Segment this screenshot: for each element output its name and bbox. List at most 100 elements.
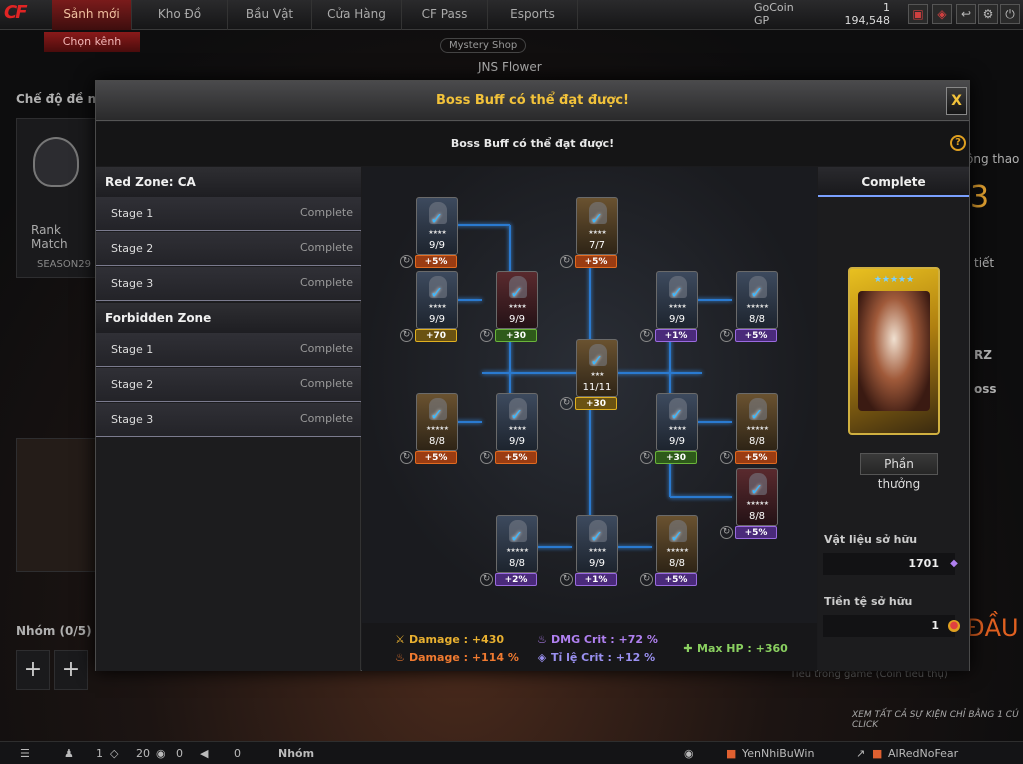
stage-row[interactable]: Stage 1 Complete xyxy=(96,197,361,231)
refresh-icon[interactable]: ↻ xyxy=(720,526,733,539)
character-card[interactable]: ✓★★★★9/9 xyxy=(416,271,458,329)
nav-tab-esports[interactable]: Esports xyxy=(488,0,578,30)
refresh-icon[interactable]: ↻ xyxy=(480,329,493,342)
add-member-button-1[interactable]: + xyxy=(16,650,50,690)
character-portrait xyxy=(749,398,767,420)
character-card[interactable]: ✓★★★★9/9 xyxy=(576,515,618,573)
modal-title: Boss Buff có thể đạt được! xyxy=(96,81,969,121)
buff-node[interactable]: ✓★★★★9/9↻+5% xyxy=(400,197,460,277)
refresh-icon[interactable]: ↻ xyxy=(720,451,733,464)
stage-row[interactable]: Stage 1 Complete xyxy=(96,333,361,367)
refresh-icon[interactable]: ↻ xyxy=(560,397,573,410)
gear-icon[interactable]: ⚙ xyxy=(978,4,998,24)
buff-node[interactable]: ✓★★★★9/9↻+30 xyxy=(640,393,700,473)
character-card[interactable]: ✓★★★★7/7 xyxy=(576,197,618,255)
nav-tab-lobby[interactable]: Sảnh mới xyxy=(52,0,132,30)
power-icon[interactable]: ⏻ xyxy=(1000,4,1020,24)
character-card[interactable]: ✓★★★★★8/8 xyxy=(736,393,778,451)
external-icon[interactable]: ↗ xyxy=(856,747,866,760)
card-count: 8/8 xyxy=(508,558,526,569)
stage-row[interactable]: Stage 3 Complete xyxy=(96,403,361,437)
buff-node[interactable]: ✓★★★★★8/8↻+5% xyxy=(720,271,780,351)
refresh-icon[interactable]: ↻ xyxy=(400,329,413,342)
buff-node[interactable]: ✓★★★★7/7↻+5% xyxy=(560,197,620,277)
character-card[interactable]: ✓★★★★9/9 xyxy=(656,271,698,329)
reward-character-image xyxy=(858,291,930,411)
return-icon[interactable]: ↩ xyxy=(956,4,976,24)
refresh-icon[interactable]: ↻ xyxy=(640,451,653,464)
buff-node[interactable]: ✓★★★★9/9↻+70 xyxy=(400,271,460,351)
list-icon[interactable]: ☰ xyxy=(20,747,30,760)
event-banner[interactable]: XEM TẤT CẢ SỰ KIỆN CHỈ BẰNG 1 CÚ CLICK xyxy=(852,710,1019,730)
buff-node[interactable]: ✓★★★11/11↻+30 xyxy=(560,339,620,419)
character-card[interactable]: ✓★★★★9/9 xyxy=(416,197,458,255)
refresh-icon[interactable]: ↻ xyxy=(640,573,653,586)
game-logo[interactable]: CF xyxy=(4,2,28,23)
gift-icon[interactable]: ▣ xyxy=(908,4,928,24)
refresh-icon[interactable]: ↻ xyxy=(480,451,493,464)
buff-node[interactable]: ✓★★★★★8/8↻+5% xyxy=(720,393,780,473)
add-member-button-2[interactable]: + xyxy=(54,650,88,690)
bg-right-text-5: oss xyxy=(974,382,997,396)
refresh-icon[interactable]: ↻ xyxy=(720,329,733,342)
bg-right-text-2: 3 xyxy=(970,180,990,215)
refresh-icon[interactable]: ↻ xyxy=(560,255,573,268)
buff-node[interactable]: ✓★★★★★8/8↻+5% xyxy=(400,393,460,473)
reward-card[interactable]: ★★★★★ xyxy=(848,267,940,435)
channel-select-button[interactable]: Chọn kênh xyxy=(44,32,140,52)
chat-icon[interactable]: ◉ xyxy=(156,747,166,760)
mystery-shop-button[interactable]: Mystery Shop xyxy=(440,38,527,53)
stage-row[interactable]: Stage 2 Complete xyxy=(96,368,361,402)
buff-node[interactable]: ✓★★★★★8/8↻+5% xyxy=(640,515,700,595)
stage-row[interactable]: Stage 3 Complete xyxy=(96,267,361,301)
stage-row[interactable]: Stage 2 Complete xyxy=(96,232,361,266)
character-card[interactable]: ✓★★★★9/9 xyxy=(656,393,698,451)
bg-right-text-7: Tiêu trong game (Coin tiêu thụ) xyxy=(790,669,948,680)
nav-tab-treasure[interactable]: Bầu Vật xyxy=(228,0,312,30)
card-count: 9/9 xyxy=(508,314,526,325)
character-card[interactable]: ✓★★★★★8/8 xyxy=(736,271,778,329)
buff-node[interactable]: ✓★★★★9/9↻+1% xyxy=(560,515,620,595)
rank-match-panel[interactable]: Rank Match SEASON29 xyxy=(16,118,96,278)
speaker-icon[interactable]: ◀ xyxy=(200,747,209,760)
zone-header-red-zone: Red Zone: CA xyxy=(96,167,361,197)
refresh-icon[interactable]: ↻ xyxy=(400,255,413,268)
help-icon[interactable]: ? xyxy=(950,135,966,151)
close-button[interactable]: X xyxy=(946,87,967,115)
nav-tab-inventory[interactable]: Kho Đồ xyxy=(132,0,228,30)
buff-node[interactable]: ✓★★★★★8/8↻+2% xyxy=(480,515,540,595)
group-tab[interactable]: Nhóm xyxy=(278,747,315,760)
send-icon[interactable]: ◉ xyxy=(684,747,694,760)
buff-badge: +2% xyxy=(495,573,537,586)
character-card[interactable]: ✓★★★★★8/8 xyxy=(736,468,778,526)
stage-status: Complete xyxy=(299,206,353,219)
nav-tab-cf-pass[interactable]: CF Pass xyxy=(402,0,488,30)
buff-node[interactable]: ✓★★★★9/9↻+1% xyxy=(640,271,700,351)
refresh-icon[interactable]: ↻ xyxy=(640,329,653,342)
material-value: 1701 xyxy=(823,553,955,575)
reward-button[interactable]: Phần thưởng xyxy=(860,453,938,491)
refresh-icon[interactable]: ↻ xyxy=(560,573,573,586)
nav-tab-shop[interactable]: Cửa Hàng xyxy=(312,0,402,30)
character-card[interactable]: ✓★★★★★8/8 xyxy=(656,515,698,573)
crit-rate-icon: ◈ xyxy=(537,651,547,664)
character-card[interactable]: ✓★★★★9/9 xyxy=(496,271,538,329)
buff-badge: +1% xyxy=(575,573,617,586)
player-name-1[interactable]: YenNhiBuWin xyxy=(742,747,815,760)
buff-badge: +5% xyxy=(415,451,457,464)
refresh-icon[interactable]: ↻ xyxy=(400,451,413,464)
zone-list: Red Zone: CA Stage 1 Complete Stage 2 Co… xyxy=(96,167,361,671)
refresh-icon[interactable]: ↻ xyxy=(480,573,493,586)
card-count: 9/9 xyxy=(508,436,526,447)
character-card[interactable]: ✓★★★★★8/8 xyxy=(496,515,538,573)
rank-icon[interactable]: ◈ xyxy=(932,4,952,24)
character-card[interactable]: ✓★★★11/11 xyxy=(576,339,618,397)
buff-node[interactable]: ✓★★★★9/9↻+30 xyxy=(480,271,540,351)
card-count: 7/7 xyxy=(588,240,606,251)
buff-node[interactable]: ✓★★★★★8/8↻+5% xyxy=(720,468,780,548)
buff-node[interactable]: ✓★★★★9/9↻+5% xyxy=(480,393,540,473)
player-name-2[interactable]: AlRedNoFear xyxy=(888,747,959,760)
character-card[interactable]: ✓★★★★★8/8 xyxy=(416,393,458,451)
character-card[interactable]: ✓★★★★9/9 xyxy=(496,393,538,451)
buff-badge: +5% xyxy=(415,255,457,268)
